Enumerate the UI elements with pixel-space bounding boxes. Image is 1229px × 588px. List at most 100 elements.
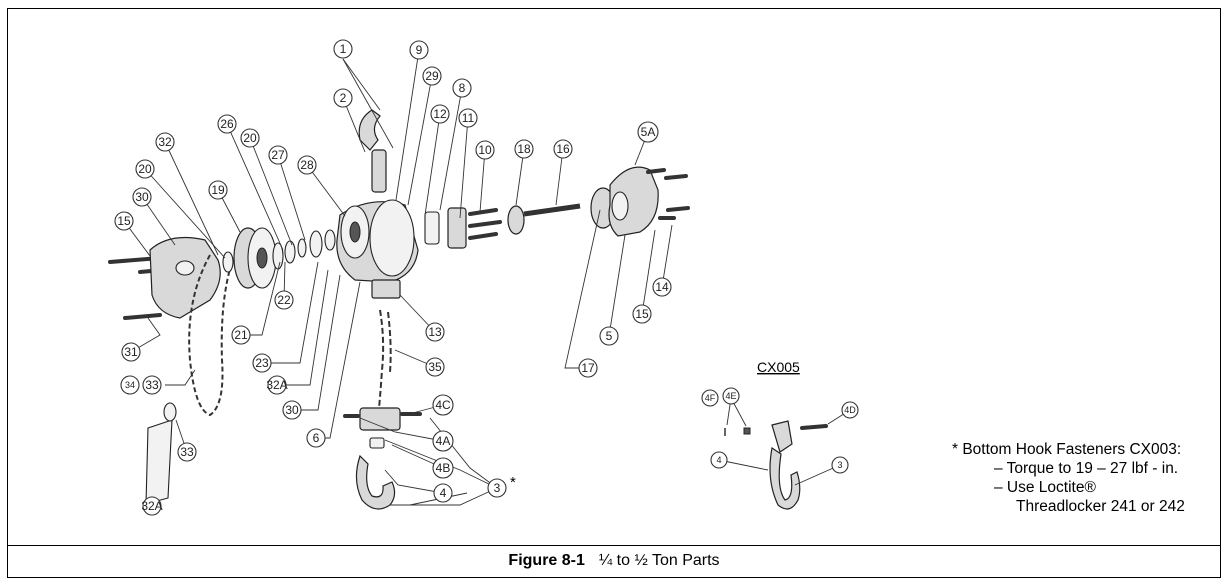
notes-torque: – Torque to 19 – 27 lbf - in. bbox=[994, 460, 1179, 477]
callout-2: 2 bbox=[333, 88, 353, 108]
svg-text:23: 23 bbox=[255, 356, 269, 370]
svg-text:33: 33 bbox=[180, 445, 194, 459]
svg-text:8: 8 bbox=[459, 81, 466, 95]
callout-4-inset: 4 bbox=[710, 451, 728, 469]
callout-34: 33 bbox=[177, 442, 197, 462]
svg-text:33: 33 bbox=[145, 378, 159, 392]
callout-bubbles: 1 2 9 29 8 12 11 10 18 16 5A 14 15 5 17 … bbox=[114, 39, 859, 516]
svg-text:14: 14 bbox=[655, 280, 669, 294]
bottom-hook-notes: * Bottom Hook Fasteners CX003: – Torque … bbox=[952, 440, 1185, 516]
callout-8: 9 bbox=[409, 40, 429, 60]
callout-6: 6 bbox=[306, 428, 326, 448]
svg-text:30: 30 bbox=[285, 403, 299, 417]
svg-text:11: 11 bbox=[462, 111, 475, 125]
callout-27: 30 bbox=[132, 187, 152, 207]
callout-29: 30 bbox=[282, 400, 302, 420]
callout-15: 16 bbox=[553, 139, 573, 159]
callout-4d-inset: 4D bbox=[841, 401, 859, 419]
callout-12: 13 bbox=[425, 322, 445, 342]
svg-text:13: 13 bbox=[428, 325, 442, 339]
part-drawings bbox=[108, 109, 828, 510]
callout-7: 8 bbox=[452, 78, 472, 98]
svg-text:3: 3 bbox=[494, 481, 501, 495]
svg-text:20: 20 bbox=[243, 131, 257, 145]
svg-text:29: 29 bbox=[425, 69, 439, 83]
figure-frame bbox=[7, 8, 1221, 578]
callout-26: 29 bbox=[422, 66, 442, 86]
svg-text:4: 4 bbox=[716, 455, 721, 465]
svg-text:32A: 32A bbox=[141, 499, 162, 513]
svg-text:17: 17 bbox=[581, 361, 595, 375]
svg-text:5A: 5A bbox=[641, 125, 656, 139]
callout-4: 4 bbox=[433, 483, 453, 503]
callout-31: 32 bbox=[155, 132, 175, 152]
callout-35: 35 bbox=[425, 357, 445, 377]
callout-5a: 5A bbox=[637, 121, 659, 143]
svg-text:9: 9 bbox=[416, 43, 423, 57]
svg-text:34: 34 bbox=[125, 380, 135, 390]
svg-text:30: 30 bbox=[135, 190, 149, 204]
callout-24: 27 bbox=[268, 145, 288, 165]
svg-text:4A: 4A bbox=[436, 434, 451, 448]
svg-text:18: 18 bbox=[517, 142, 531, 156]
callout-32: 33 bbox=[142, 375, 162, 395]
notes-heading: * Bottom Hook Fasteners CX003: bbox=[952, 441, 1182, 458]
svg-text:4D: 4D bbox=[844, 405, 856, 415]
svg-text:6: 6 bbox=[313, 431, 320, 445]
caption-divider bbox=[7, 545, 1221, 546]
svg-text:16: 16 bbox=[556, 142, 570, 156]
callout-4a: 4A bbox=[432, 430, 454, 452]
notes-loctite: – Use Loctite® bbox=[994, 479, 1096, 496]
inset-label: CX005 bbox=[757, 359, 800, 375]
svg-text:35: 35 bbox=[428, 360, 442, 374]
svg-text:28: 28 bbox=[300, 158, 314, 172]
figure-title: ¼ to ½ Ton Parts bbox=[598, 552, 720, 569]
callout-3-inset: 3 bbox=[831, 456, 849, 474]
callout-13: 14 bbox=[652, 277, 672, 297]
svg-text:2: 2 bbox=[340, 91, 347, 105]
svg-text:1: 1 bbox=[340, 42, 347, 56]
svg-text:21: 21 bbox=[234, 328, 248, 342]
callout-18: 19 bbox=[208, 180, 228, 200]
callout-30: 32A bbox=[266, 375, 288, 395]
figure-caption: Figure 8-1 ¼ to ½ Ton Parts bbox=[7, 550, 1221, 572]
callout-4f-inset: 4F bbox=[701, 389, 719, 407]
callout-32a: 34 bbox=[120, 375, 140, 395]
callout-16: 17 bbox=[578, 358, 598, 378]
callout-3: 3 bbox=[487, 478, 507, 498]
callout-4b: 4B bbox=[432, 457, 454, 479]
svg-text:4B: 4B bbox=[436, 461, 451, 475]
svg-text:31: 31 bbox=[124, 345, 138, 359]
figure-number: Figure 8-1 bbox=[508, 552, 585, 569]
svg-text:4F: 4F bbox=[705, 393, 716, 403]
callout-33: 32A bbox=[141, 496, 163, 516]
svg-text:15: 15 bbox=[117, 214, 131, 228]
callout-5: 5 bbox=[599, 326, 619, 346]
callout-25: 28 bbox=[297, 155, 317, 175]
svg-text:32A: 32A bbox=[266, 378, 287, 392]
svg-text:19: 19 bbox=[211, 183, 225, 197]
callout-4c: 4C bbox=[432, 394, 454, 416]
svg-text:5: 5 bbox=[606, 329, 613, 343]
svg-text:22: 22 bbox=[277, 293, 291, 307]
svg-text:26: 26 bbox=[220, 117, 234, 131]
callout-14-right: 15 bbox=[632, 304, 652, 324]
svg-text:4: 4 bbox=[440, 486, 447, 500]
callout-9: 10 bbox=[475, 140, 495, 160]
callout-14-left: 15 bbox=[114, 211, 134, 231]
svg-text:10: 10 bbox=[478, 143, 492, 157]
svg-text:4E: 4E bbox=[725, 391, 736, 401]
callout-21: 22 bbox=[274, 290, 294, 310]
callout-28: 31 bbox=[121, 342, 141, 362]
svg-text:4C: 4C bbox=[435, 398, 451, 412]
callout-22: 23 bbox=[252, 353, 272, 373]
svg-text:15: 15 bbox=[635, 307, 649, 321]
callout-asterisk: * bbox=[510, 474, 516, 491]
callout-1: 1 bbox=[333, 39, 353, 59]
callout-19-top: 20 bbox=[240, 128, 260, 148]
callout-20: 21 bbox=[231, 325, 251, 345]
svg-text:27: 27 bbox=[271, 148, 285, 162]
svg-text:12: 12 bbox=[433, 107, 447, 121]
callout-17: 18 bbox=[514, 139, 534, 159]
